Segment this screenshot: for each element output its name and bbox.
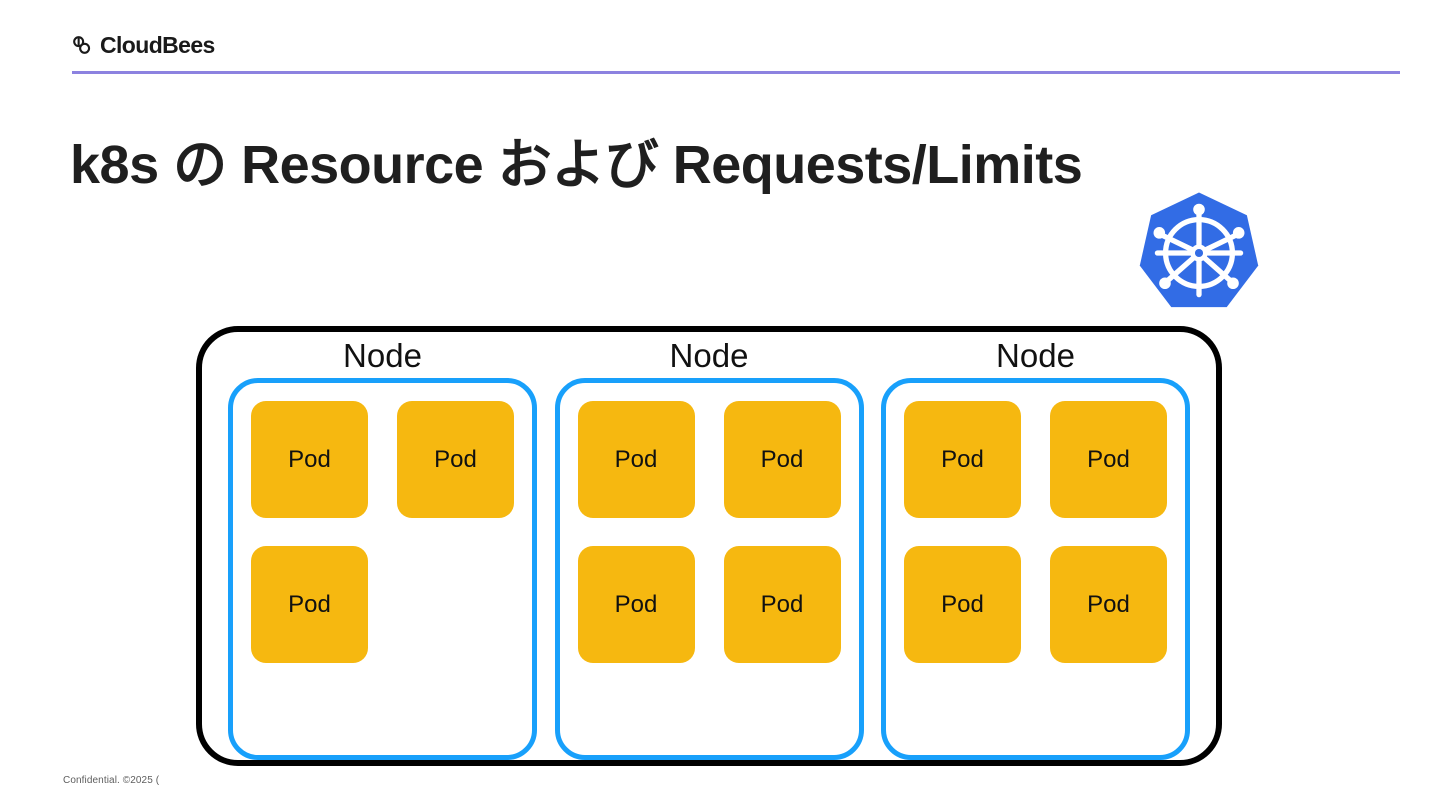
pod: Pod: [577, 546, 695, 663]
node-label: Node: [669, 336, 749, 374]
cloudbees-logo-icon: [72, 35, 93, 56]
node-box: Pod Pod Pod Pod: [554, 378, 864, 760]
pod: Pod: [251, 401, 368, 518]
page-title: k8s の Resource および Requests/Limits: [70, 135, 1083, 196]
kubernetes-helm-wheel-icon: [1136, 190, 1262, 316]
pod: Pod: [577, 401, 695, 518]
pod: Pod: [904, 546, 1021, 663]
pod: Pod: [251, 546, 368, 663]
header-divider: [72, 71, 1400, 74]
node-box: Pod Pod Pod: [228, 378, 537, 760]
brand-logo: CloudBees: [72, 31, 215, 59]
pod: Pod: [723, 401, 841, 518]
brand-name: CloudBees: [100, 31, 215, 58]
pod: Pod: [904, 401, 1021, 518]
pod: Pod: [1050, 401, 1167, 518]
pod: Pod: [397, 401, 514, 518]
node-2: Node Pod Pod Pod Pod: [554, 332, 864, 760]
footer-confidential-notice: Confidential. ©2025 (: [63, 775, 160, 786]
pod: Pod: [723, 546, 841, 663]
cluster-container: Node Pod Pod Pod Node Pod Pod Pod Pod No…: [196, 326, 1222, 766]
node-1: Node Pod Pod Pod: [228, 332, 537, 760]
node-box: Pod Pod Pod Pod: [881, 378, 1190, 760]
pod: Pod: [1050, 546, 1167, 663]
node-label: Node: [343, 336, 422, 374]
pod-slot-empty: [397, 546, 514, 663]
node-label: Node: [996, 336, 1075, 374]
node-3: Node Pod Pod Pod Pod: [881, 332, 1190, 760]
